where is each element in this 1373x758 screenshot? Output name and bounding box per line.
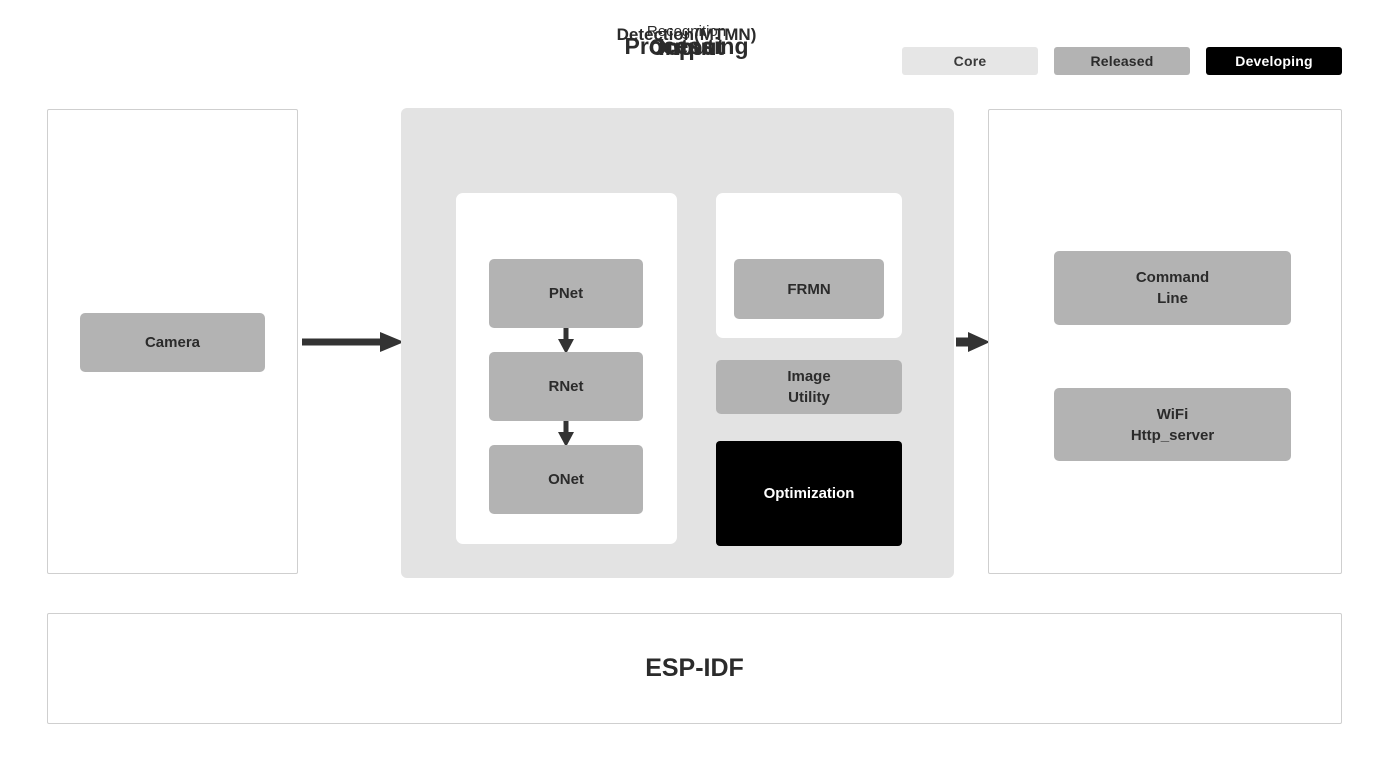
detection-group-title: Detection(MTMN) <box>616 25 757 44</box>
arrow-processing-to-output <box>956 330 990 354</box>
legend-chip-developing[interactable]: Developing <box>1206 47 1342 75</box>
arrow-input-to-processing <box>302 330 404 354</box>
legend-chip-developing-label: Developing <box>1235 53 1313 69</box>
node-wifi-http-server-label: WiFi Http_server <box>1130 405 1215 444</box>
output-panel <box>988 109 1342 574</box>
node-command-line-label: Command Line <box>1135 269 1210 307</box>
node-onet[interactable]: ONet <box>489 445 643 514</box>
node-camera-label: Camera <box>144 334 201 351</box>
node-pnet-label: PNet <box>548 285 584 302</box>
node-image-utility[interactable]: Image Utility <box>716 360 902 414</box>
legend-chip-core-label: Core <box>953 53 987 69</box>
node-optimization-label: Optimization <box>763 485 855 502</box>
legend-chip-core[interactable]: Core <box>902 47 1038 75</box>
arrow-rnet-to-onet <box>555 421 577 447</box>
node-rnet-label: RNet <box>548 378 584 395</box>
legend-chip-released[interactable]: Released <box>1054 47 1190 75</box>
legend: Core Released Developing <box>902 47 1342 75</box>
node-image-utility-label: Image Utility <box>787 368 831 406</box>
node-pnet[interactable]: PNet <box>489 259 643 328</box>
input-panel-title: Input <box>658 34 715 60</box>
node-camera[interactable]: Camera <box>80 313 265 372</box>
recognition-group-title: Recognition <box>646 23 727 40</box>
node-rnet[interactable]: RNet <box>489 352 643 421</box>
node-optimization[interactable]: Optimization <box>716 441 902 546</box>
node-frmn[interactable]: FRMN <box>734 259 884 319</box>
arrow-pnet-to-rnet <box>555 328 577 354</box>
node-frmn-label: FRMN <box>787 280 831 298</box>
legend-chip-released-label: Released <box>1090 53 1154 69</box>
esp-idf-label: ESP-IDF <box>645 654 744 682</box>
node-onet-label: ONet <box>548 471 584 488</box>
esp-idf-foundation-bar: ESP-IDF <box>47 613 1342 724</box>
node-wifi-http-server[interactable]: WiFi Http_server <box>1054 388 1291 461</box>
processing-panel-title: Processing <box>624 33 749 59</box>
output-panel-title: Output <box>648 34 725 60</box>
node-command-line[interactable]: Command Line <box>1054 251 1291 325</box>
